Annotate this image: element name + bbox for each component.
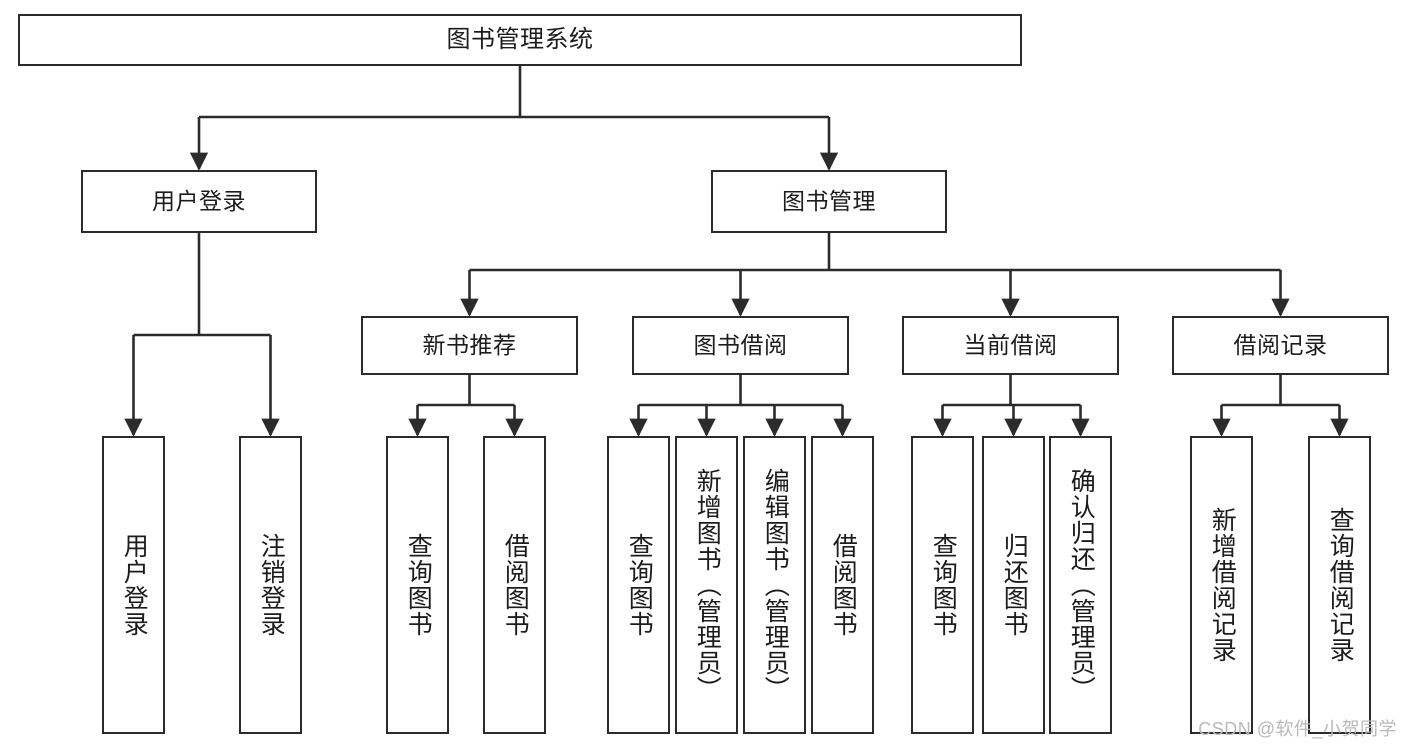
node-label: 查询借阅记录: [1326, 507, 1355, 663]
node-label: 借阅图书: [829, 533, 858, 637]
node-leaf-bb-borrow[interactable]: 借阅图书: [811, 436, 874, 734]
node-leaf-br-query[interactable]: 查询借阅记录: [1308, 436, 1371, 734]
node-label: 编辑图书（管理员）: [761, 468, 790, 702]
node-root[interactable]: 图书管理系统: [18, 14, 1022, 66]
node-label: 图书管理系统: [446, 25, 594, 53]
node-label: 用户登录: [152, 187, 246, 214]
node-leaf-rec-query[interactable]: 查询图书: [386, 436, 449, 734]
node-label: 确认归还（管理员）: [1067, 468, 1096, 702]
node-label: 借阅记录: [1233, 331, 1328, 358]
node-label: 图书借阅: [693, 331, 788, 358]
node-leaf-cb-query[interactable]: 查询图书: [911, 436, 974, 734]
node-label: 图书管理: [782, 187, 876, 214]
node-leaf-cb-confirm[interactable]: 确认归还（管理员）: [1049, 436, 1112, 734]
node-label: 查询图书: [404, 533, 433, 637]
node-leaf-bb-edit[interactable]: 编辑图书（管理员）: [743, 436, 806, 734]
node-label: 新增图书（管理员）: [693, 468, 722, 702]
node-leaf-bb-query[interactable]: 查询图书: [607, 436, 670, 734]
node-borrow-record[interactable]: 借阅记录: [1172, 316, 1389, 375]
node-label: 新书推荐: [422, 331, 517, 358]
node-label: 归还图书: [1000, 533, 1029, 637]
node-label: 查询图书: [929, 533, 958, 637]
node-new-book-rec[interactable]: 新书推荐: [361, 316, 578, 375]
node-current-borrow[interactable]: 当前借阅: [902, 316, 1119, 375]
node-leaf-user-login[interactable]: 用户登录: [102, 436, 165, 734]
node-leaf-bb-add[interactable]: 新增图书（管理员）: [675, 436, 738, 734]
node-label: 注销登录: [257, 533, 286, 637]
node-leaf-user-logout[interactable]: 注销登录: [239, 436, 302, 734]
node-book-borrow[interactable]: 图书借阅: [632, 316, 849, 375]
node-label: 当前借阅: [963, 331, 1058, 358]
node-leaf-br-add[interactable]: 新增借阅记录: [1190, 436, 1253, 734]
node-label: 查询图书: [625, 533, 654, 637]
node-book-manage[interactable]: 图书管理: [711, 170, 947, 233]
node-leaf-cb-return[interactable]: 归还图书: [982, 436, 1045, 734]
node-label: 借阅图书: [501, 533, 530, 637]
node-label: 用户登录: [120, 533, 149, 637]
node-user-login[interactable]: 用户登录: [81, 170, 317, 233]
node-label: 新增借阅记录: [1208, 507, 1237, 663]
node-leaf-rec-borrow[interactable]: 借阅图书: [483, 436, 546, 734]
